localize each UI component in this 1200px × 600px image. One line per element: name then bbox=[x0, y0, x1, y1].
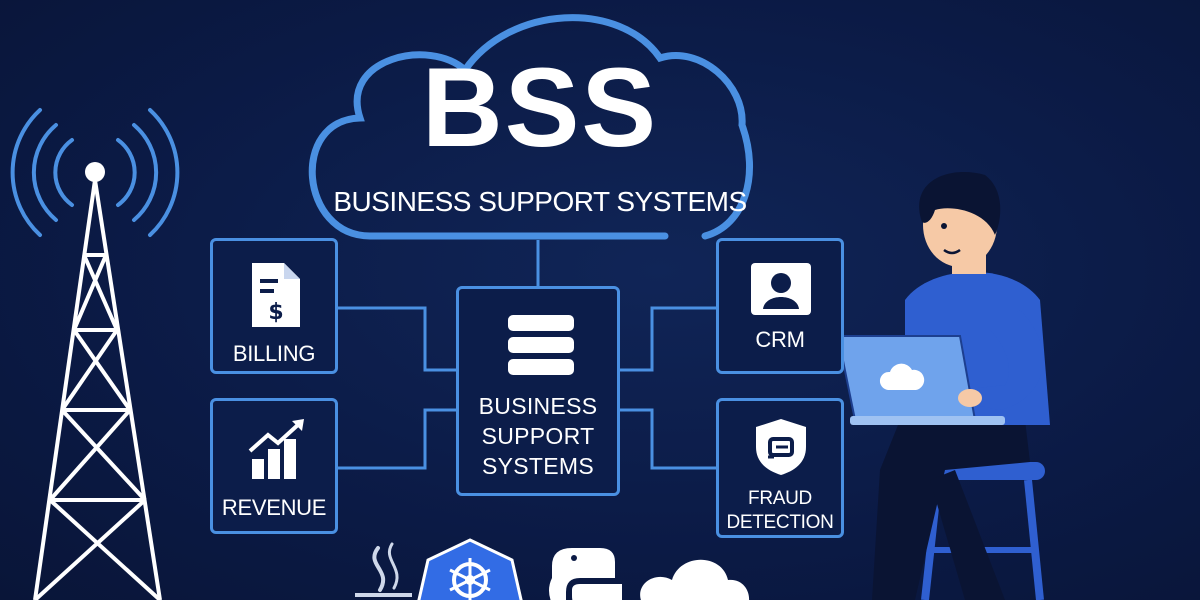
shield-icon bbox=[756, 419, 806, 475]
java-icon bbox=[355, 542, 412, 597]
tower-antenna bbox=[85, 162, 105, 182]
user-profile-icon bbox=[751, 263, 811, 315]
page-title: BSS bbox=[421, 45, 659, 170]
python-icon bbox=[549, 548, 622, 600]
crm-module[interactable]: CRM bbox=[716, 238, 844, 374]
person-with-laptop bbox=[836, 172, 1050, 600]
revenue-module[interactable]: REVENUE bbox=[210, 398, 338, 534]
invoice-dollar-icon: $ bbox=[252, 263, 300, 327]
growth-chart-icon bbox=[248, 419, 304, 479]
cloud-icon bbox=[640, 559, 749, 600]
laptop-cloud-icon bbox=[879, 363, 925, 390]
crm-label: CRM bbox=[755, 327, 805, 352]
svg-text:$: $ bbox=[268, 300, 283, 325]
center-label-line3: SYSTEMS bbox=[481, 453, 594, 479]
billing-module[interactable]: $ BILLING bbox=[210, 238, 338, 374]
revenue-label: REVENUE bbox=[221, 495, 327, 520]
cloud-outline bbox=[308, 14, 753, 240]
fraud-detection-label: FRAUD DETECTION bbox=[719, 487, 841, 535]
center-label: BUSINESS SUPPORT SYSTEMS bbox=[459, 391, 617, 481]
page-subtitle: BUSINESS SUPPORT SYSTEMS bbox=[333, 186, 747, 217]
fraud-detection-module[interactable]: FRAUD DETECTION bbox=[716, 398, 844, 538]
fraud-label-line2: DETECTION bbox=[726, 512, 834, 533]
center-bss-module[interactable]: BUSINESS SUPPORT SYSTEMS bbox=[456, 286, 620, 496]
database-stack-icon bbox=[508, 315, 574, 375]
cell-tower-icon bbox=[33, 179, 162, 600]
kubernetes-icon bbox=[417, 538, 523, 600]
connector-lines bbox=[336, 240, 716, 470]
signal-waves bbox=[10, 108, 180, 237]
billing-label: BILLING bbox=[232, 341, 316, 366]
fraud-label-line1: FRAUD bbox=[748, 488, 812, 509]
center-label-line2: SUPPORT bbox=[481, 423, 595, 449]
center-label-line1: BUSINESS bbox=[478, 393, 598, 419]
